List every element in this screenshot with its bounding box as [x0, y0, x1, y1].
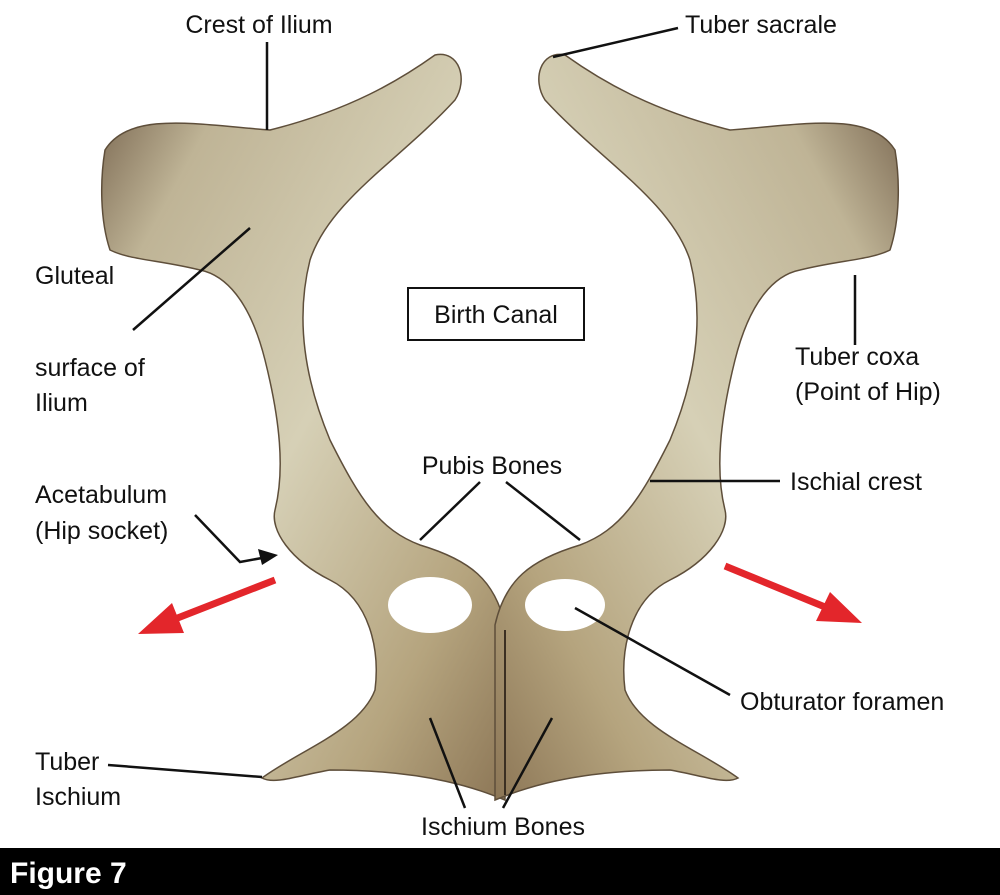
leader-line — [501, 717, 554, 809]
leader-line — [419, 481, 481, 541]
left-hip-bone — [101, 53, 506, 802]
label-crest-of-ilium: Crest of Ilium — [185, 11, 332, 39]
leader-line — [574, 606, 731, 697]
label-tuber-coxa-1: Tuber coxa — [795, 343, 919, 371]
leader-line — [107, 763, 263, 779]
pelvis-bones — [101, 53, 899, 802]
label-acetabulum-2: (Hip socket) — [35, 517, 168, 545]
birth-canal-box — [407, 287, 585, 341]
right-obturator-foramen — [525, 579, 605, 631]
label-pubis-bones: Pubis Bones — [422, 452, 562, 480]
label-gluteal-surface-3: Ilium — [35, 389, 88, 417]
right-red-arrow-icon — [723, 562, 862, 623]
label-ischium-bones: Ischium Bones — [421, 813, 585, 841]
leader-line — [428, 717, 467, 809]
label-tuber-ischium-2: Ischium — [35, 783, 121, 811]
arrowhead-icon — [258, 549, 278, 565]
leader-line — [505, 481, 581, 541]
label-birth-canal: Birth Canal — [434, 301, 558, 329]
label-ischial-crest: Ischial crest — [790, 468, 922, 496]
label-gluteal-surface-1: Gluteal — [35, 262, 114, 290]
left-obturator-foramen — [388, 577, 472, 633]
leader-line — [552, 26, 679, 59]
leader-line — [132, 227, 251, 331]
label-gluteal-surface-2: surface of — [35, 354, 145, 382]
label-tuber-sacrale: Tuber sacrale — [685, 11, 837, 39]
left-red-arrow-icon — [138, 576, 277, 634]
label-tuber-coxa-2: (Point of Hip) — [795, 378, 941, 406]
leader-line — [194, 514, 263, 564]
label-acetabulum-1: Acetabulum — [35, 481, 167, 509]
caption-bar — [0, 848, 1000, 895]
figure-caption: Figure 7 — [10, 857, 127, 890]
label-obturator-foramen: Obturator foramen — [740, 688, 944, 716]
label-tuber-ischium-1: Tuber — [35, 748, 99, 776]
